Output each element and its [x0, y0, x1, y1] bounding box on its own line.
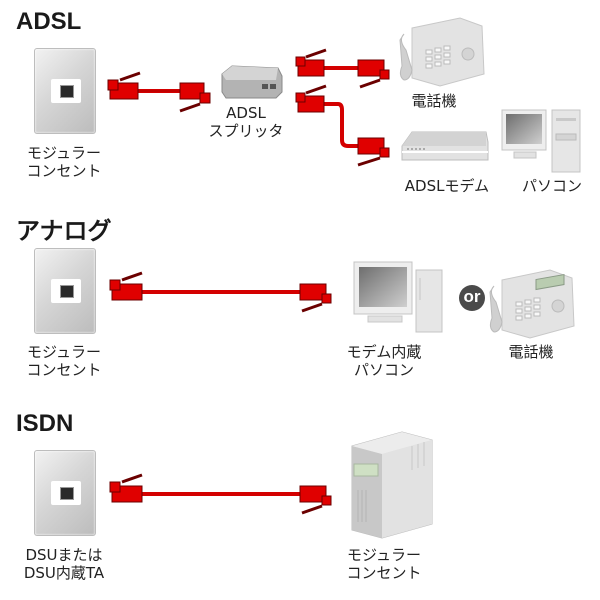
phone-label-analog: 電話機 — [508, 343, 554, 361]
server-label-line1: モジュラー — [347, 546, 421, 564]
outlet-face — [51, 481, 81, 505]
server-tower-icon — [351, 431, 433, 539]
section-title-adsl: ADSL — [16, 8, 82, 35]
or-badge: or — [459, 285, 485, 311]
modem-label: ADSLモデム — [404, 177, 490, 195]
outlet-face — [51, 279, 81, 303]
cable-analog — [109, 271, 332, 313]
phone-label-adsl: 電話機 — [411, 92, 457, 110]
server-label-line2: コンセント — [346, 564, 422, 582]
section-title-isdn: ISDN — [16, 410, 74, 437]
dsu-label-line1: DSUまたは — [25, 546, 103, 564]
rj-connector-icon — [299, 485, 332, 515]
splitter-label: ADSL スプリッタ — [196, 104, 296, 140]
modem-pc-icon — [353, 261, 443, 333]
rj-connector-icon — [299, 283, 332, 313]
section-title-analog: アナログ — [16, 218, 112, 245]
dsu-label: DSUまたは DSU内蔵TA — [8, 546, 120, 582]
outlet-face — [51, 79, 81, 103]
rj-connector-icon — [357, 59, 390, 89]
adsl-splitter-icon — [221, 65, 283, 99]
modem-pc-label-line2: パソコン — [353, 361, 414, 379]
telephone-icon — [489, 269, 575, 339]
cable-isdn — [109, 473, 332, 515]
jack-icon — [60, 85, 74, 98]
dsu-label-line2: DSU内蔵TA — [23, 564, 105, 582]
rj-connector-icon — [109, 271, 143, 301]
rj-connector-icon — [109, 473, 143, 503]
cable-splitter-to-phone — [295, 48, 390, 89]
modular-outlet-analog — [34, 248, 96, 334]
rj-connector-icon — [179, 82, 211, 113]
dsu-outlet — [34, 450, 96, 536]
rj-connector-icon — [107, 71, 141, 100]
rj-connector-icon — [295, 84, 327, 113]
splitter-label-line2: スプリッタ — [208, 122, 284, 140]
server-label: モジュラー コンセント — [334, 546, 434, 582]
cable-splitter-to-modem — [295, 84, 390, 167]
pc-icon — [501, 109, 581, 173]
jack-icon — [60, 285, 74, 298]
rj-connector-icon — [357, 137, 390, 167]
outlet-label-line1: モジュラー — [27, 144, 101, 162]
outlet-label-line1: モジュラー — [27, 343, 101, 361]
modem-pc-label-line1: モデム内蔵 — [346, 343, 422, 361]
jack-icon — [60, 487, 74, 500]
rj-connector-icon — [295, 48, 327, 77]
adsl-modem-icon — [401, 131, 489, 161]
pc-label-adsl: パソコン — [521, 177, 582, 195]
modular-outlet-adsl — [34, 48, 96, 134]
outlet-label-line2: コンセント — [26, 361, 102, 379]
outlet-label-analog: モジュラー コンセント — [14, 343, 114, 379]
splitter-label-line1: ADSL — [226, 104, 266, 122]
telephone-icon — [399, 17, 485, 87]
outlet-label-line2: コンセント — [26, 162, 102, 180]
cable-outlet-to-splitter — [107, 71, 211, 113]
modem-pc-label: モデム内蔵 パソコン — [334, 343, 434, 379]
outlet-label-adsl: モジュラー コンセント — [14, 144, 114, 180]
